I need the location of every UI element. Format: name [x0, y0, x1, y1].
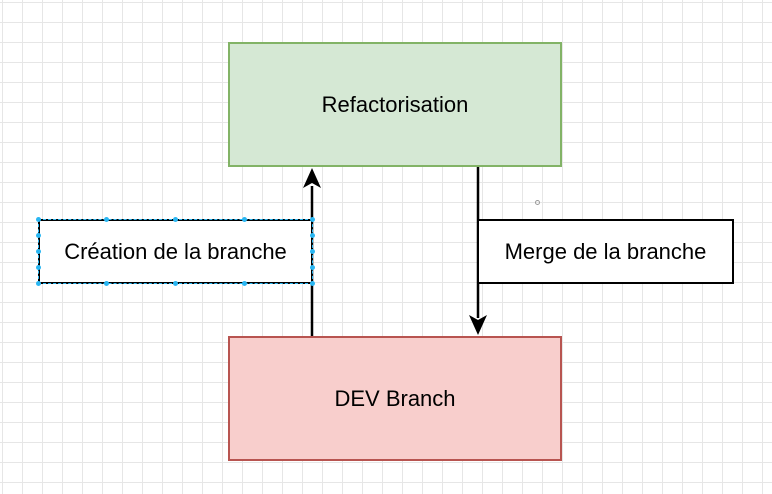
resize-handle-left-2[interactable] — [36, 249, 41, 254]
resize-handle-bottom-left[interactable] — [36, 281, 41, 286]
resize-handle-right-1[interactable] — [310, 233, 315, 238]
resize-handle-top-right[interactable] — [310, 217, 315, 222]
resize-handle-left-3[interactable] — [36, 265, 41, 270]
resize-handle-bottom-right[interactable] — [310, 281, 315, 286]
resize-handle-right-3[interactable] — [310, 265, 315, 270]
dev-branch-node[interactable]: DEV Branch — [228, 336, 562, 461]
resize-handle-bottom-1[interactable] — [104, 281, 109, 286]
refactorisation-node[interactable]: Refactorisation — [228, 42, 562, 167]
dev-branch-node-label: DEV Branch — [334, 385, 456, 411]
merge-edge-label[interactable]: Merge de la branche — [477, 219, 734, 284]
creation-edge-label[interactable]: Création de la branche — [38, 219, 313, 284]
resize-handle-top-2[interactable] — [173, 217, 178, 222]
resize-handle-top-3[interactable] — [242, 217, 247, 222]
merge-edge-arrowhead — [469, 315, 487, 335]
creation-edge-arrowhead — [303, 168, 321, 188]
refactorisation-node-label: Refactorisation — [321, 91, 469, 117]
resize-handle-bottom-2[interactable] — [173, 281, 178, 286]
resize-handle-top-1[interactable] — [104, 217, 109, 222]
connection-point-icon — [535, 200, 540, 205]
resize-handle-right-2[interactable] — [310, 249, 315, 254]
resize-handle-top-left[interactable] — [36, 217, 41, 222]
merge-edge-label-text: Merge de la branche — [504, 238, 707, 264]
creation-edge-label-text: Création de la branche — [64, 238, 287, 264]
resize-handle-bottom-3[interactable] — [242, 281, 247, 286]
resize-handle-left-1[interactable] — [36, 233, 41, 238]
